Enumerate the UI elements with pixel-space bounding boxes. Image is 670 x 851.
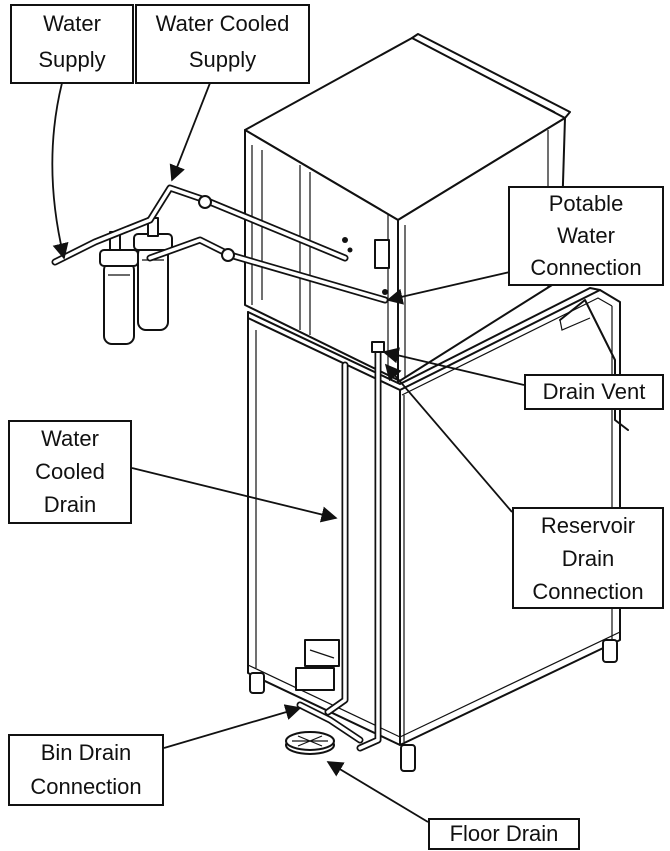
label-drain-vent: Drain Vent bbox=[524, 374, 664, 410]
callout-arrows bbox=[51, 82, 525, 823]
bin-legs bbox=[249, 639, 618, 772]
floor-drain bbox=[285, 731, 335, 755]
label-water-supply: Water Supply bbox=[10, 4, 134, 84]
label-water-cooled-supply: Water Cooled Supply bbox=[135, 4, 310, 84]
water-supply-pipe bbox=[51, 184, 349, 266]
label-reservoir-drain-connection: Reservoir Drain Connection bbox=[512, 507, 664, 609]
water-cooled-drain-pipe bbox=[324, 361, 349, 716]
ice-machine-head bbox=[244, 33, 571, 383]
reservoir-drain-pipe bbox=[356, 341, 385, 752]
label-potable-water-connection: Potable Water Connection bbox=[508, 186, 664, 286]
label-water-cooled-drain: Water Cooled Drain bbox=[8, 420, 132, 524]
bin-drain-fitting bbox=[295, 639, 364, 744]
label-bin-drain-connection: Bin Drain Connection bbox=[8, 734, 164, 806]
water-filter-system bbox=[99, 217, 173, 345]
water-cooled-supply-pipe bbox=[146, 195, 389, 304]
label-floor-drain: Floor Drain bbox=[428, 818, 580, 850]
